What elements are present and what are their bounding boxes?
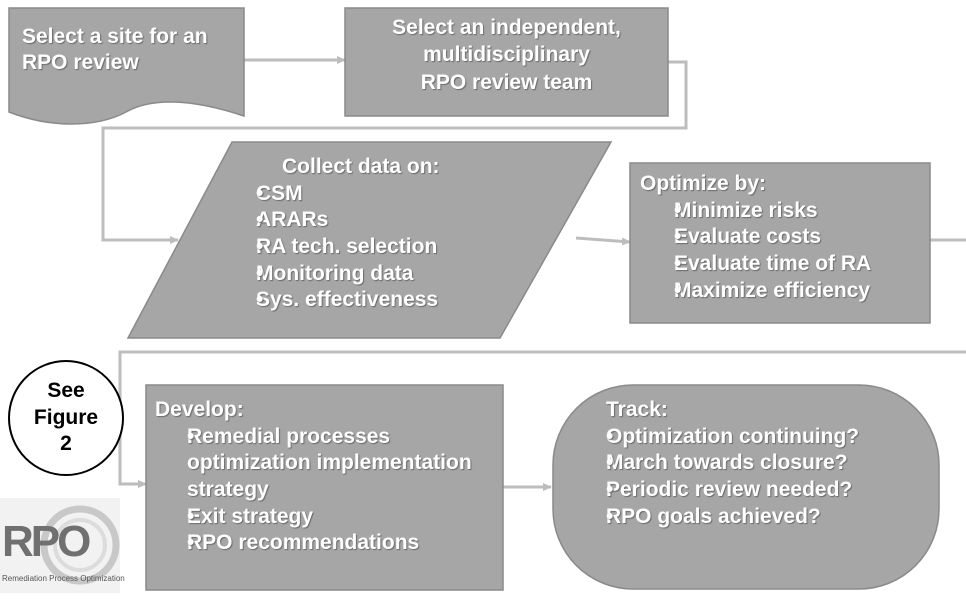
optimize-text: Optimize by: Minimize risks Evaluate cos… xyxy=(640,171,925,304)
optimize-item: Maximize efficiency xyxy=(640,278,925,305)
collect-data-item: Monitoring data xyxy=(230,261,530,288)
track-item: Optimization continuing? xyxy=(578,424,928,451)
rpo-logo-letters: RPO xyxy=(2,517,91,566)
select-site-text: Select a site for an RPO review xyxy=(22,24,232,77)
collect-data-item: Sys. effectiveness xyxy=(230,287,530,314)
track-list: Optimization continuing? March towards c… xyxy=(578,424,928,531)
optimize-list: Minimize risks Evaluate costs Evaluate t… xyxy=(640,198,925,305)
collect-data-item: RA tech. selection xyxy=(230,234,530,261)
see-figure-line: See xyxy=(47,379,85,402)
select-site-document-shape xyxy=(8,7,245,125)
track-item: March towards closure? xyxy=(578,450,928,477)
track-text: Track: Optimization continuing? March to… xyxy=(578,397,928,530)
track-heading: Track: xyxy=(606,398,668,421)
collect-data-heading: Collect data on: xyxy=(282,155,440,178)
connector-collect-to-optimize xyxy=(575,236,631,246)
track-item: RPO goals achieved? xyxy=(578,504,928,531)
optimize-item: Evaluate time of RA xyxy=(640,251,925,278)
optimize-item: Evaluate costs xyxy=(640,224,925,251)
track-item: Periodic review needed? xyxy=(578,477,928,504)
select-team-line: multidisciplinary xyxy=(423,43,590,67)
rpo-logo-caption: Remediation Process Optimization xyxy=(2,574,125,583)
collect-data-item: ARARs xyxy=(230,207,530,234)
rpo-logo-icon xyxy=(0,498,120,593)
collect-data-item: CSM xyxy=(230,181,530,208)
develop-heading: Develop: xyxy=(155,398,244,421)
develop-item: Exit strategy xyxy=(155,504,493,531)
develop-item: Remedial processes optimization implemen… xyxy=(155,424,493,504)
collect-data-list: CSM ARARs RA tech. selection Monitoring … xyxy=(230,181,530,314)
develop-text: Develop: Remedial processes optimization… xyxy=(155,397,493,557)
see-figure-reference: See Figure 2 xyxy=(16,378,116,458)
see-figure-circle xyxy=(8,360,124,476)
develop-list: Remedial processes optimization implemen… xyxy=(155,424,493,557)
select-team-text: Select an independent, multidisciplinary… xyxy=(345,14,668,96)
develop-item: RPO recommendations xyxy=(155,530,493,557)
optimize-heading: Optimize by: xyxy=(640,172,767,195)
select-site-label: Select a site for an RPO review xyxy=(22,25,208,75)
collect-data-text: Collect data on: CSM ARARs RA tech. sele… xyxy=(230,154,530,314)
select-team-line: RPO review team xyxy=(420,70,593,94)
optimize-item: Minimize risks xyxy=(640,198,925,225)
select-team-line: Select an independent, xyxy=(392,16,621,39)
see-figure-line: 2 xyxy=(60,432,72,456)
see-figure-line: Figure xyxy=(33,405,99,429)
select-team-box xyxy=(344,7,669,117)
connector-team-to-collect xyxy=(101,60,688,244)
